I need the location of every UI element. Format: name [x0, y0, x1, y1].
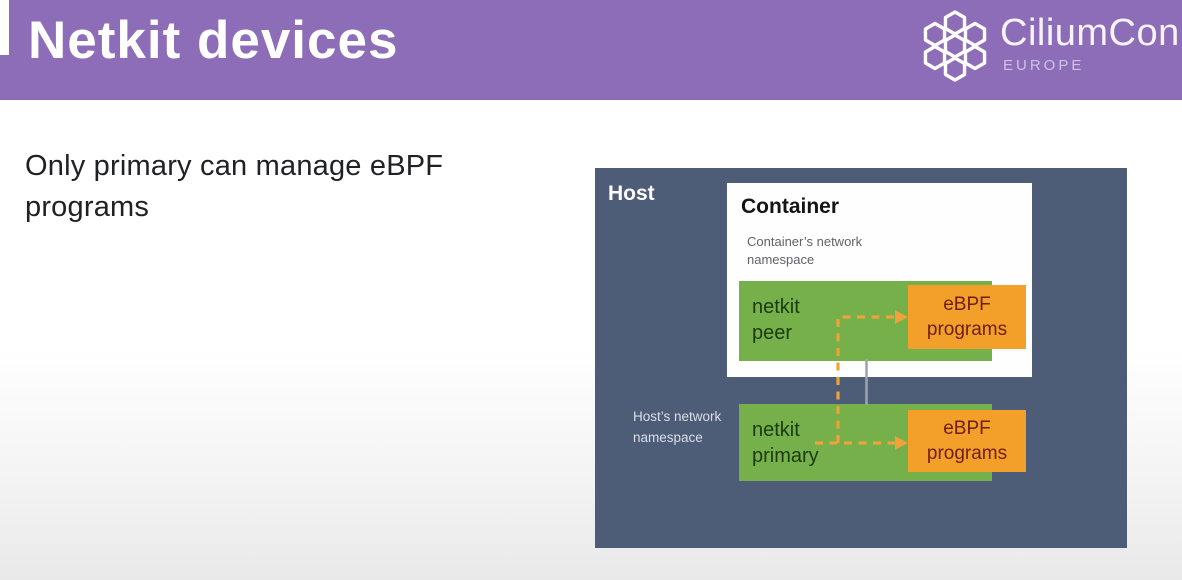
- slide-heading: Only primary can manage eBPF programs: [25, 150, 444, 223]
- logo-brand-text: CiliumCon: [1000, 12, 1180, 54]
- ciliumcon-honeycomb-icon: [923, 10, 987, 82]
- netkit-peer-label-line2: peer: [752, 322, 793, 344]
- ebpf-programs-host-node: eBPF programs: [908, 410, 1026, 472]
- header-bar: Netkit devices CiliumCon EUROPE: [0, 0, 1182, 100]
- host-label: Host: [608, 182, 655, 205]
- ebpf-programs-container-node: eBPF programs: [908, 285, 1026, 349]
- top-left-white-sliver: [0, 0, 9, 55]
- ebpf-bottom-label-line2: programs: [926, 443, 1008, 464]
- host-namespace-note: Host’s network namespace: [633, 409, 722, 445]
- ebpf-bottom-label-line1: eBPF: [943, 418, 991, 439]
- netkit-peer-label-line1: netkit: [752, 296, 800, 318]
- ebpf-top-label-line2: programs: [926, 319, 1008, 340]
- container-title: Container: [741, 195, 840, 218]
- logo-region-text: EUROPE: [1003, 57, 1085, 74]
- ebpf-top-label-line1: eBPF: [943, 294, 991, 315]
- slide-title: Netkit devices: [28, 11, 399, 70]
- container-namespace-note: Container’s network namespace: [747, 234, 863, 267]
- netkit-primary-label-line1: netkit: [752, 419, 800, 441]
- netkit-primary-label-line2: primary: [752, 445, 819, 467]
